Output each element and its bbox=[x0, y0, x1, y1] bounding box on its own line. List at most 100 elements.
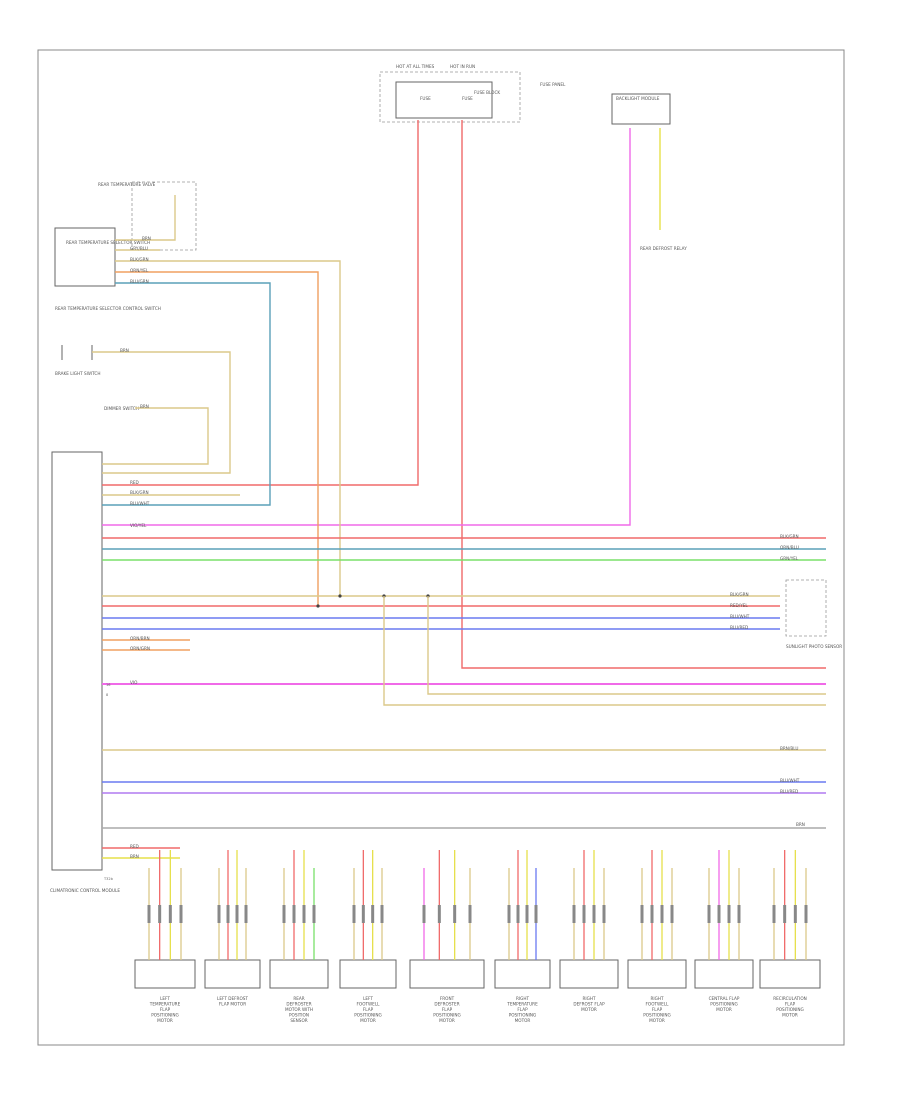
wire-label-9: BLK/GRN bbox=[130, 490, 149, 495]
motor-connector bbox=[507, 905, 511, 923]
backlight-module: BACKLIGHT MODULE bbox=[611, 93, 671, 125]
fuse-top-right-label: HOT IN RUN bbox=[450, 64, 475, 69]
rear-temp-valve-label: REAR TEMPERATURE VALVE bbox=[98, 182, 156, 187]
wires-group bbox=[92, 120, 826, 859]
wire-7 bbox=[115, 260, 341, 596]
motor-connector bbox=[707, 905, 711, 923]
wire-10 bbox=[92, 351, 231, 474]
wire-label-12: BLK/GRN bbox=[780, 534, 799, 539]
wire-label-22: BRN/BLU bbox=[780, 746, 798, 751]
motor-module-label: FLAP bbox=[442, 1007, 453, 1012]
motor-module-label: MOTOR bbox=[515, 1018, 531, 1023]
motor-module-label: MOTOR bbox=[649, 1018, 665, 1023]
sunlight-sensor: SUNLIGHT PHOTO SENSOR bbox=[785, 579, 842, 649]
motor-module-label: SENSOR bbox=[290, 1018, 307, 1023]
motor-module-label: POSITIONING bbox=[354, 1013, 382, 1018]
motor-connector bbox=[602, 905, 606, 923]
motor-module-label: FOOTWELL bbox=[356, 1002, 380, 1007]
wire-2 bbox=[461, 120, 826, 669]
wire-8 bbox=[115, 271, 319, 606]
motor-module-label: TEMPERATURE bbox=[149, 1002, 181, 1007]
wire-label-10: BLU/WHT bbox=[130, 501, 150, 506]
motor-connector bbox=[217, 905, 221, 923]
motor-module-box bbox=[409, 959, 485, 989]
motor-connector bbox=[650, 905, 654, 923]
motor-module-box bbox=[269, 959, 329, 989]
motor-connector bbox=[282, 905, 286, 923]
motor-module-label: MOTOR bbox=[360, 1018, 376, 1023]
wire-label-1: BRN bbox=[142, 236, 151, 241]
wire-label-3: BLK/GRN bbox=[130, 257, 149, 262]
wire-9 bbox=[102, 282, 271, 506]
wire-label-20: ORN/GRN bbox=[130, 646, 150, 651]
rear-temp-switch-label: REAR TEMPERATURE SELECTOR CONTROL SWITCH bbox=[55, 306, 161, 311]
motor-connector bbox=[453, 905, 457, 923]
motor-connector bbox=[371, 905, 375, 923]
wire-label-17: BLU/WHT bbox=[730, 614, 750, 619]
fuse-block-label: FUSE BLOCK bbox=[474, 90, 500, 95]
motor-connector bbox=[226, 905, 230, 923]
wire-label-5: BLU/GRN bbox=[130, 279, 149, 284]
dimmer-switch: DIMMER SWITCH bbox=[104, 406, 139, 411]
motor-module-label: POSITIONING bbox=[433, 1013, 461, 1018]
wire-label-19: ORN/BRN bbox=[130, 636, 150, 641]
fuse-top-left-label: HOT AT ALL TIMES bbox=[396, 64, 435, 69]
motor-module-label: LEFT DEFROST bbox=[217, 996, 248, 1001]
motor-connector bbox=[302, 905, 306, 923]
motor-connector bbox=[380, 905, 384, 923]
motor-connector bbox=[572, 905, 576, 923]
motor-module-box bbox=[627, 959, 687, 989]
wire-label-18: BLU/RED bbox=[730, 625, 748, 630]
wire-label-24: BLU/RED bbox=[780, 789, 798, 794]
motor-module-label: TEMPERATURE bbox=[506, 1002, 538, 1007]
motor-connector bbox=[312, 905, 316, 923]
motor-connector bbox=[534, 905, 538, 923]
motor-module-label: RECIRCULATION bbox=[773, 996, 807, 1001]
motor-module-label: DEFROSTER bbox=[434, 1002, 459, 1007]
motor-connector bbox=[244, 905, 248, 923]
motor-module-label: MOTOR bbox=[782, 1013, 798, 1018]
motor-connector bbox=[158, 905, 162, 923]
wire-label-26: RED bbox=[130, 844, 139, 849]
wire-label-8: RED bbox=[130, 480, 139, 485]
motor-module-label: FLAP MOTOR bbox=[219, 1002, 246, 1007]
motor-connector bbox=[660, 905, 664, 923]
motor-module-label: CENTRAL FLAP bbox=[709, 996, 740, 1001]
pin-16: 16 bbox=[106, 683, 110, 687]
wire-label-7: BRN bbox=[140, 404, 149, 409]
brake-light-switch: BRAKE LIGHT SWITCH bbox=[55, 345, 100, 376]
motor-module-label: FRONT bbox=[440, 996, 455, 1001]
wire-24 bbox=[427, 596, 826, 695]
motor-module-label: LEFT bbox=[363, 996, 373, 1001]
motor-module-label: FLAP bbox=[652, 1007, 663, 1012]
wire-label-14: GRN/YEL bbox=[780, 556, 799, 561]
wire-label-23: BLU/WHT bbox=[780, 778, 800, 783]
motor-connector bbox=[235, 905, 239, 923]
motor-module-label: POSITIONING bbox=[643, 1013, 671, 1018]
wire-3 bbox=[102, 128, 631, 526]
motor-module-label: FOOTWELL bbox=[645, 1002, 669, 1007]
wire-1 bbox=[102, 120, 419, 486]
motor-module-label: POSITIONING bbox=[151, 1013, 179, 1018]
motor-connector bbox=[352, 905, 356, 923]
motor-module-label: MOTOR WITH bbox=[285, 1007, 313, 1012]
motor-module-label: LEFT bbox=[160, 996, 170, 1001]
motor-connector bbox=[772, 905, 776, 923]
wire-labels: BRN GRY/BLU BLK/GRN ORN/YEL BLU/GRN BRN … bbox=[106, 236, 805, 859]
wire-23 bbox=[383, 596, 826, 706]
dimmer-switch-label: DIMMER SWITCH bbox=[104, 406, 139, 411]
wire-label-21: VIO bbox=[130, 680, 138, 685]
motor-module-box bbox=[134, 959, 196, 989]
bottom-modules-group: LEFTTEMPERATUREFLAPPOSITIONINGMOTORLEFT … bbox=[134, 850, 821, 1023]
wire-label-15: BLK/GRN bbox=[730, 592, 749, 597]
motor-connector bbox=[717, 905, 721, 923]
motor-connector bbox=[168, 905, 172, 923]
fuse-a-label: FUSE bbox=[420, 96, 431, 101]
motor-connector bbox=[525, 905, 529, 923]
brake-light-switch-label: BRAKE LIGHT SWITCH bbox=[55, 371, 100, 376]
motor-module-box bbox=[339, 959, 397, 989]
diagram-frame bbox=[37, 49, 845, 1046]
sunlight-sensor-label: SUNLIGHT PHOTO SENSOR bbox=[786, 644, 842, 649]
motor-connector bbox=[292, 905, 296, 923]
